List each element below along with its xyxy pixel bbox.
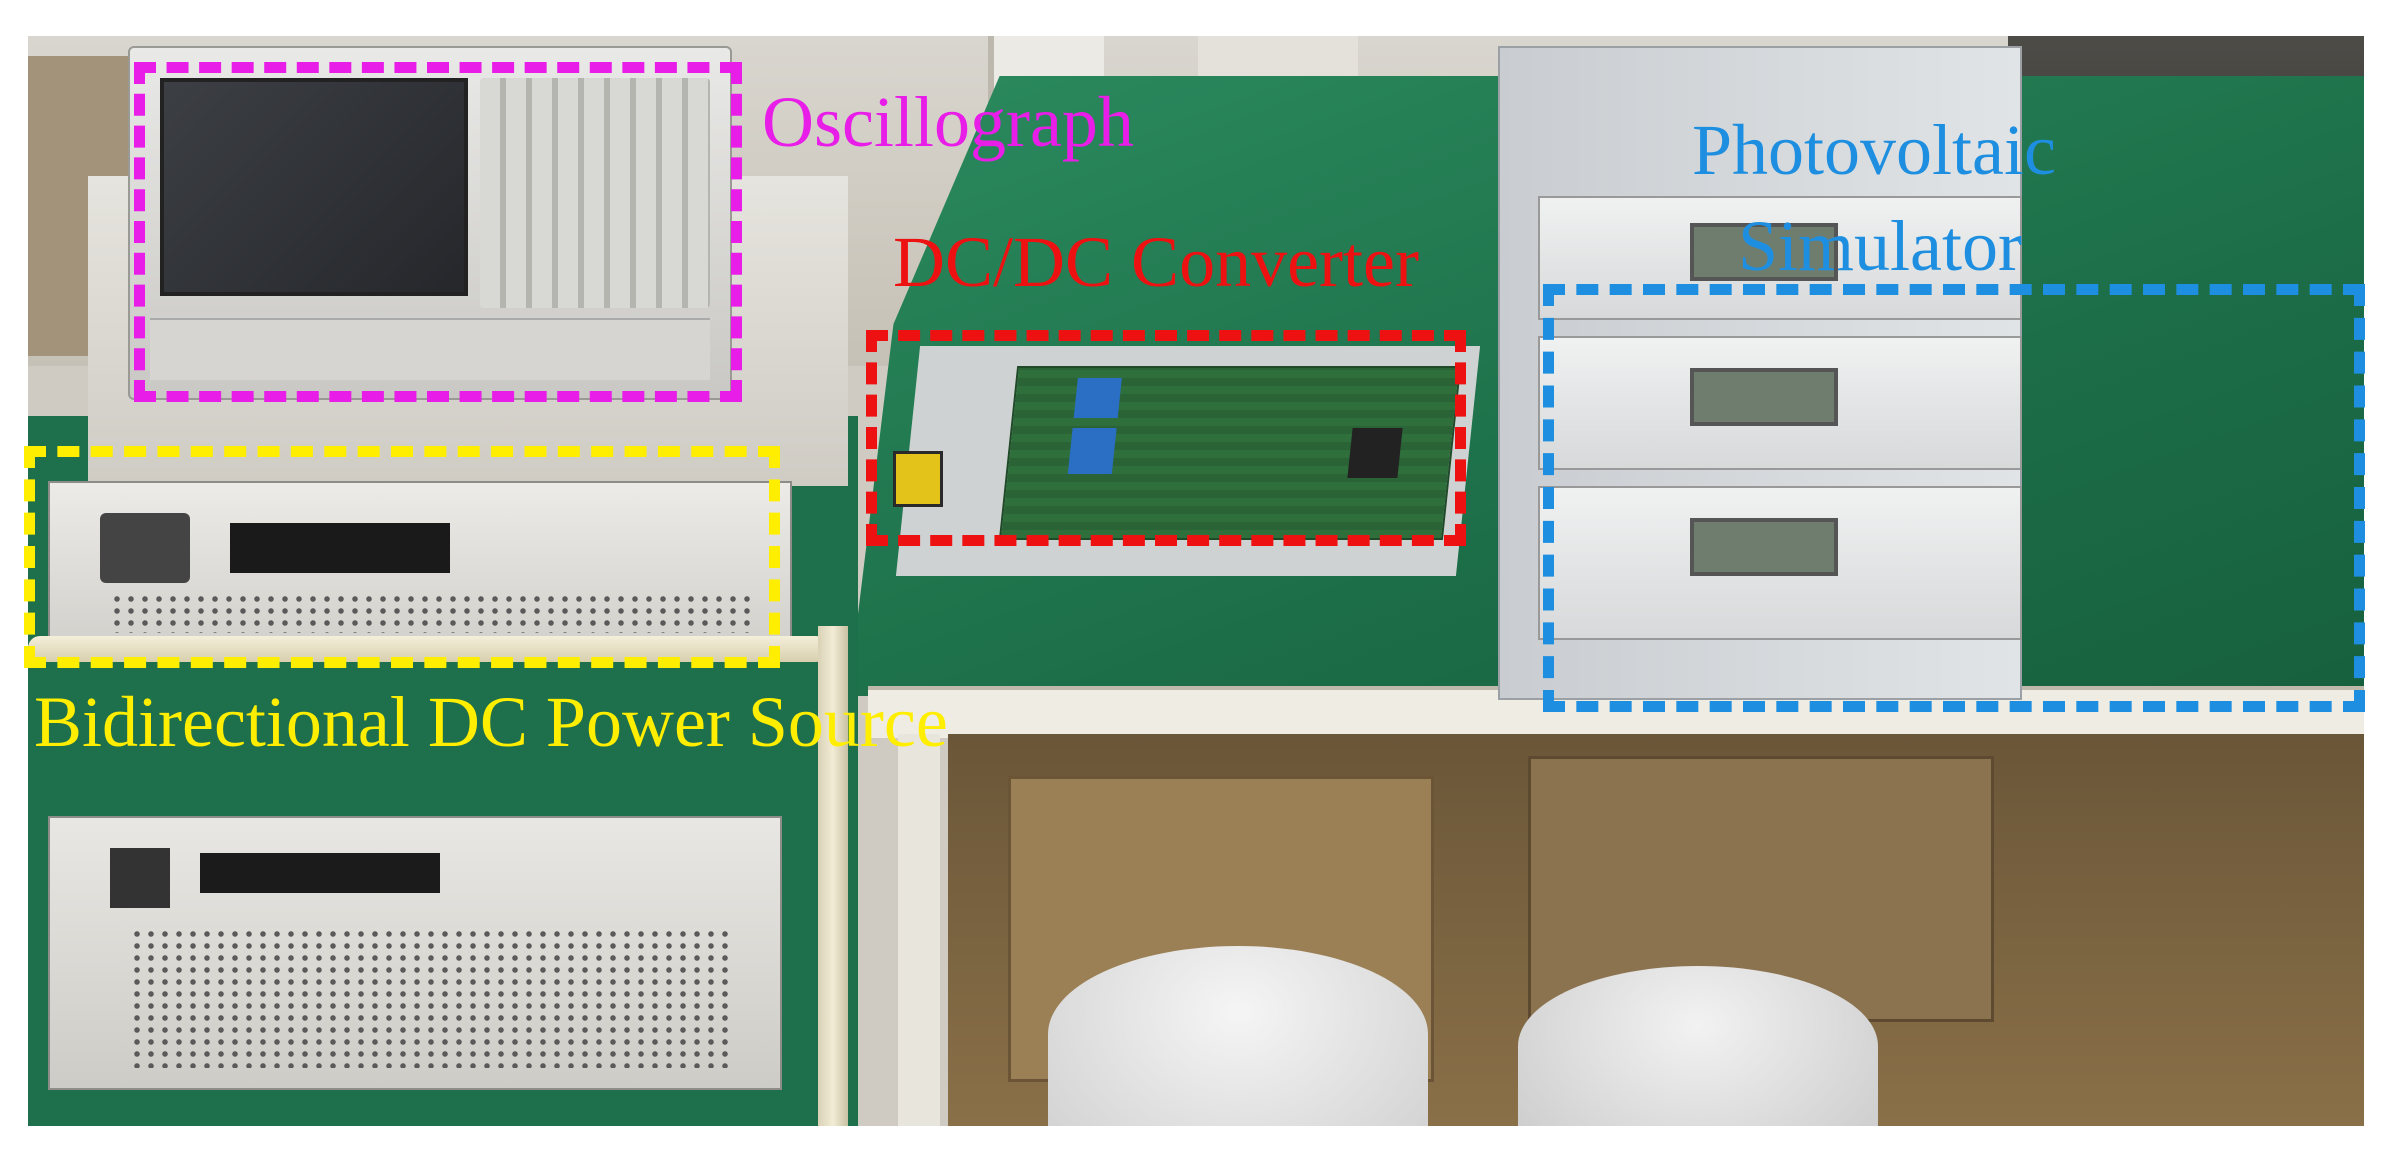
rack-pole-right	[818, 626, 848, 1126]
oscillograph-box	[134, 62, 742, 402]
lower-power-switch	[110, 848, 170, 908]
table-leg	[898, 734, 940, 1126]
pv-label-line1: Photovoltaic	[1692, 110, 2056, 190]
lower-vent-grille	[130, 928, 730, 1068]
stool-right	[1518, 966, 1878, 1126]
front-vent-grille	[110, 593, 750, 633]
pv-unit-2	[1538, 336, 2022, 470]
dcdc-converter-label: DC/DC Converter	[893, 222, 1419, 302]
oscilloscope-screen	[160, 78, 468, 296]
dcdc-converter-box	[866, 330, 1466, 546]
pv-unit-2-display	[1690, 368, 1838, 426]
stool-left	[1048, 946, 1428, 1126]
lab-photograph	[28, 36, 2364, 1126]
pv-unit-1-display	[1690, 223, 1838, 281]
pv-simulator-box	[1543, 284, 2365, 712]
source-display	[230, 523, 450, 573]
lower-power-source-unit	[48, 816, 782, 1090]
pv-label-line2: Simulator	[1738, 206, 2022, 286]
oscilloscope	[128, 46, 732, 400]
power-switch	[100, 513, 190, 583]
bidirectional-source-box	[24, 446, 780, 668]
pv-unit-3	[1538, 486, 2022, 640]
oscillograph-label: Oscillograph	[762, 82, 1134, 162]
oscilloscope-base	[150, 318, 710, 380]
pv-unit-3-display	[1690, 518, 1838, 576]
pv-unit-1	[1538, 196, 2022, 320]
yellow-transformer	[893, 451, 943, 507]
oscilloscope-knob-panel	[480, 78, 710, 308]
lower-display	[200, 853, 440, 893]
bidirectional-label: Bidirectional DC Power Source	[34, 682, 948, 762]
